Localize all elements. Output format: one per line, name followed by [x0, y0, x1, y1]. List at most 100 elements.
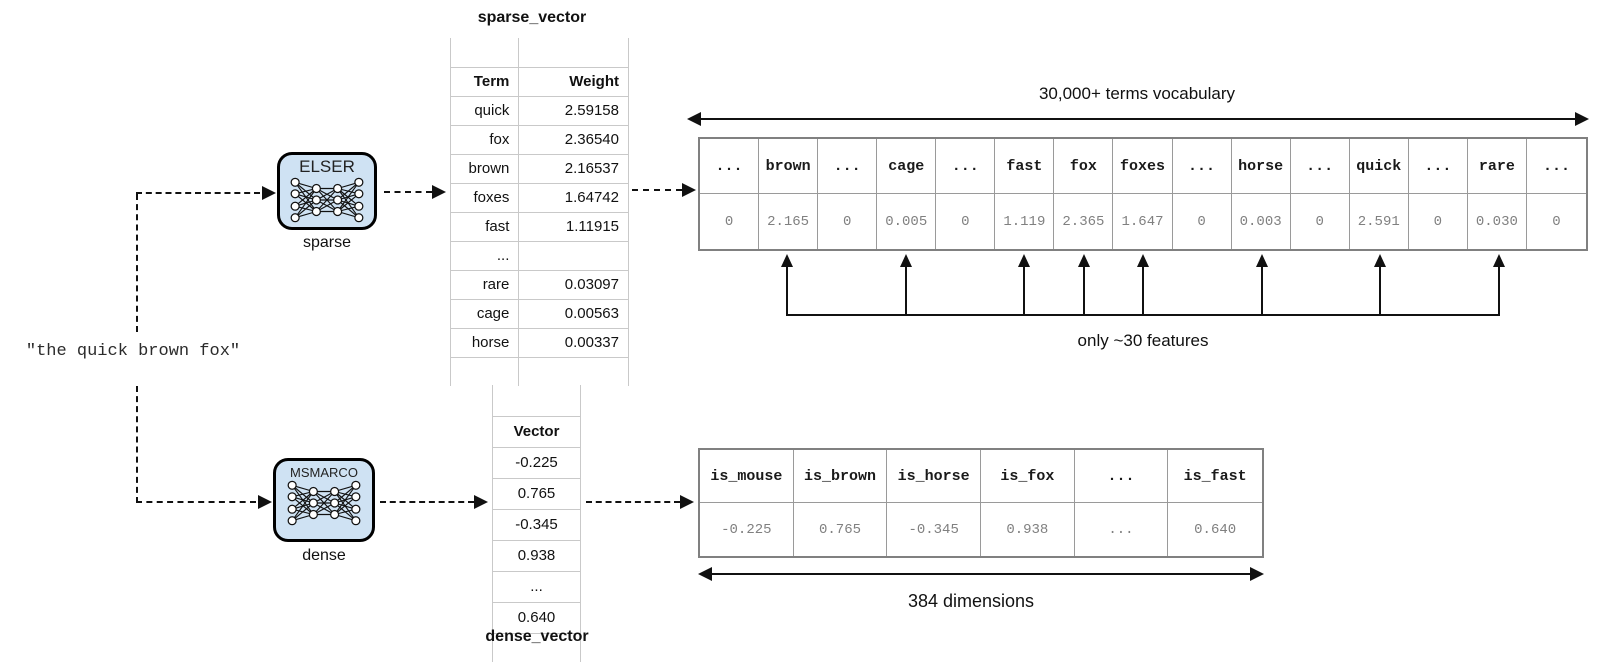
sheet-stub-row	[492, 632, 581, 662]
up-arrow-line	[1083, 265, 1085, 316]
term-cell: fox	[449, 124, 520, 155]
term-cell: fast	[449, 211, 520, 242]
dense-vector-title: dense_vector	[485, 628, 589, 645]
grid-value-cell: -0.225	[700, 503, 794, 556]
grid-value-cell: 2.165	[759, 194, 819, 249]
up-arrow-line	[786, 265, 788, 316]
arrowhead-to-dense-grid-icon	[680, 495, 694, 509]
vector-value-cell: 0.938	[492, 539, 581, 572]
dense-model-box: MSMARCO	[273, 458, 375, 542]
grid-term-cell: ...	[818, 139, 878, 194]
grid-value-cell: 0.765	[794, 503, 888, 556]
grid-value-cell: 0.003	[1232, 194, 1291, 249]
weight-cell: 0.00337	[518, 327, 629, 358]
grid-term-cell: foxes	[1113, 139, 1173, 194]
table-header-row: Vector	[492, 415, 581, 448]
term-cell: foxes	[449, 182, 520, 213]
term-cell: quick	[449, 95, 520, 126]
up-arrow-line	[1142, 265, 1144, 316]
up-arrowhead-icon	[1078, 254, 1090, 267]
grid-term-cell: rare	[1467, 139, 1527, 194]
grid-value-cell: 0	[936, 194, 996, 249]
	[492, 632, 581, 662]
vector-value-cell: 0.765	[492, 477, 581, 510]
weight-cell	[518, 240, 629, 271]
up-arrow-line	[1261, 265, 1263, 316]
connector-dense-model-to-table	[380, 501, 474, 503]
neural-network-icon	[287, 481, 361, 526]
query-text: "the quick brown fox"	[25, 342, 241, 361]
connector-query-to-sparse	[136, 192, 260, 194]
up-arrow-line	[1498, 265, 1500, 316]
dense-model-caption: dense	[302, 547, 346, 564]
arrowhead-to-dense-model-icon	[258, 495, 272, 509]
connector-vector-table-to-grid	[586, 501, 680, 503]
feature-arrows-connector-line	[787, 314, 1499, 316]
up-arrowhead-icon	[1018, 254, 1030, 267]
grid-value-cell: 0.005	[877, 194, 937, 249]
up-arrowhead-icon	[1493, 254, 1505, 267]
up-arrow-line	[1023, 265, 1025, 316]
table-row: -0.345	[492, 508, 581, 541]
weight-cell: 1.11915	[518, 211, 629, 242]
table-header-row: Term Weight	[449, 66, 629, 97]
branch-line-down	[136, 386, 138, 503]
term-column-header: Term	[449, 66, 520, 97]
table-row: 0.938	[492, 539, 581, 572]
vector-column-header: Vector	[492, 415, 581, 448]
term-cell: cage	[449, 298, 520, 329]
branch-line-up	[136, 194, 138, 332]
grid-term-cell: fast	[995, 139, 1055, 194]
weight-cell: 2.59158	[518, 95, 629, 126]
grid-value-cell: 0	[700, 194, 760, 249]
arrowhead-to-sparse-grid-icon	[682, 183, 696, 197]
weight-cell: 2.36540	[518, 124, 629, 155]
table-row: -0.225	[492, 446, 581, 479]
dense-model-name: MSMARCO	[290, 465, 358, 480]
grid-term-cell: ...	[936, 139, 996, 194]
up-arrowhead-icon	[1374, 254, 1386, 267]
vocabulary-span-arrow	[699, 118, 1575, 120]
	[518, 356, 629, 386]
grid-value-cell: 2.365	[1054, 194, 1114, 249]
grid-value-cell: 0.938	[981, 503, 1075, 556]
grid-term-cell: is_fox	[980, 450, 1075, 503]
grid-value-cell: 0	[1291, 194, 1350, 249]
up-arrow-line	[1379, 265, 1381, 316]
up-arrowhead-icon	[900, 254, 912, 267]
term-cell: ...	[449, 240, 520, 271]
grid-term-cell: fox	[1054, 139, 1114, 194]
table-row: 0.765	[492, 477, 581, 510]
grid-term-cell: is_brown	[793, 450, 888, 503]
term-cell: brown	[449, 153, 520, 184]
weight-column-header: Weight	[518, 66, 629, 97]
grid-term-cell: is_fast	[1168, 450, 1262, 503]
connector-sparse-table-to-grid	[632, 189, 682, 191]
dimensions-count-label: 384 dimensions	[907, 591, 1035, 611]
grid-term-cell: ...	[1408, 139, 1468, 194]
grid-term-cell: ...	[1172, 139, 1232, 194]
sparse-model-caption: sparse	[302, 234, 352, 251]
grid-value-cell: 0.030	[1468, 194, 1527, 249]
sparse-model-box: ELSER	[277, 152, 377, 230]
grid-term-cell: is_mouse	[700, 450, 794, 503]
connector-sparse-model-to-table	[384, 191, 432, 193]
grid-value-cell: 0	[1552, 213, 1561, 230]
grid-value-cell: ...	[1075, 503, 1169, 556]
grid-value-cell: 1.647	[1113, 194, 1173, 249]
term-cell: horse	[449, 327, 520, 358]
table-row: ...	[492, 570, 581, 603]
grid-value-cell: -0.345	[887, 503, 981, 556]
table-row: ...	[449, 240, 629, 271]
weight-cell: 2.16537	[518, 153, 629, 184]
arrowhead-to-sparse-model-icon	[262, 186, 276, 200]
vocabulary-size-label: 30,000+ terms vocabulary	[1038, 84, 1236, 103]
arrowhead-left-icon	[698, 567, 712, 581]
